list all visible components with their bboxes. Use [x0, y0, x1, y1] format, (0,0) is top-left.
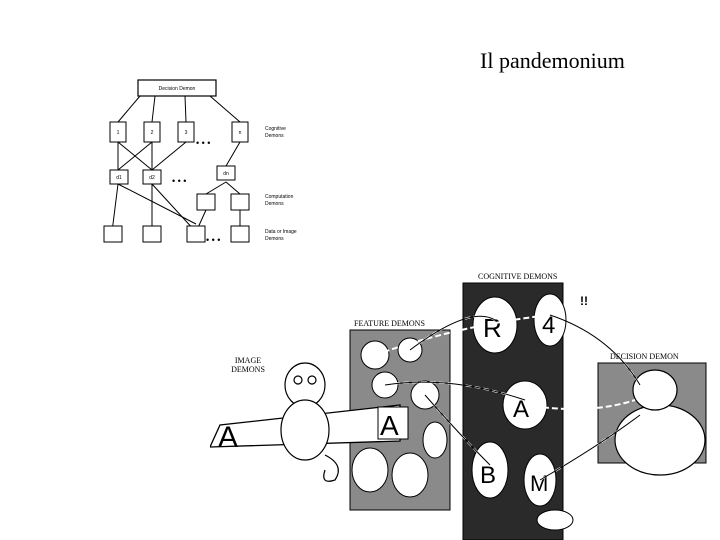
data-node — [103, 225, 123, 243]
side-label-cognitive: Demons — [265, 133, 284, 139]
ellipsis: • • • — [206, 235, 220, 245]
side-label-cognitive: Cognitive — [265, 126, 286, 132]
computation-node — [109, 169, 129, 185]
side-label-data: Demons — [265, 236, 284, 242]
pandemonium-illustration: IMAGE DEMONS FEATURE DEMONS COGNITIVE DE… — [210, 272, 707, 540]
side-label-data: Data or Image — [265, 229, 297, 235]
cognitive-node — [231, 121, 249, 143]
computation-node — [230, 193, 250, 211]
data-node — [230, 225, 250, 243]
cognitive-node — [109, 121, 127, 143]
computation-node-label: d1 — [116, 175, 122, 181]
computation-node — [142, 169, 162, 185]
decision-demon-label: DECISION DEMON — [610, 352, 679, 361]
schematic-connectors — [111, 95, 241, 233]
exclaim-label: !! — [580, 294, 588, 308]
data-node — [186, 225, 206, 243]
feature-letter-box — [377, 406, 409, 440]
data-node — [142, 225, 162, 243]
cognitive-node-label: 2 — [151, 130, 154, 136]
cognitive-node-label: n — [239, 130, 242, 136]
computation-node — [196, 193, 216, 211]
cognitive-node — [177, 121, 195, 143]
decision-demon — [614, 369, 706, 476]
cognitive-letter: M — [530, 471, 548, 496]
slide-title: Il pandemonium — [480, 48, 625, 73]
decision-demon-label: Decision Demon — [159, 86, 196, 92]
image-demon — [280, 362, 339, 482]
cognitive-letter: R — [483, 313, 502, 343]
side-label-computation: Computation — [265, 194, 294, 200]
ellipsis: • • • — [172, 176, 186, 186]
cognitive-node-label: 1 — [117, 130, 120, 136]
cognitive-node — [143, 121, 161, 143]
cognitive-letter: B — [480, 462, 496, 489]
cognitive-letter: A — [513, 396, 529, 423]
cognitive-demons-label: COGNITIVE DEMONS — [478, 272, 557, 281]
cognitive-node-label: 3 — [185, 130, 188, 136]
computation-node-label: d2 — [149, 175, 155, 181]
feature-demons-label: FEATURE DEMONS — [354, 319, 425, 328]
pandemonium-schematic: Decision Demon 1 2 3 • • • n Cognitive D… — [103, 79, 297, 245]
image-demons-label: IMAGE — [235, 356, 261, 365]
cognitive-letter: 4 — [542, 312, 555, 339]
computation-node — [216, 165, 236, 181]
side-label-computation: Demons — [265, 201, 284, 207]
ellipsis: • • • — [196, 138, 210, 148]
signal-lines-outline — [384, 314, 641, 481]
image-demons-label: DEMONS — [231, 365, 265, 374]
input-letter: A — [218, 421, 238, 454]
input-letter: A — [380, 410, 399, 441]
decision-demon-box — [137, 79, 217, 97]
computation-node-label: dn — [223, 171, 229, 177]
